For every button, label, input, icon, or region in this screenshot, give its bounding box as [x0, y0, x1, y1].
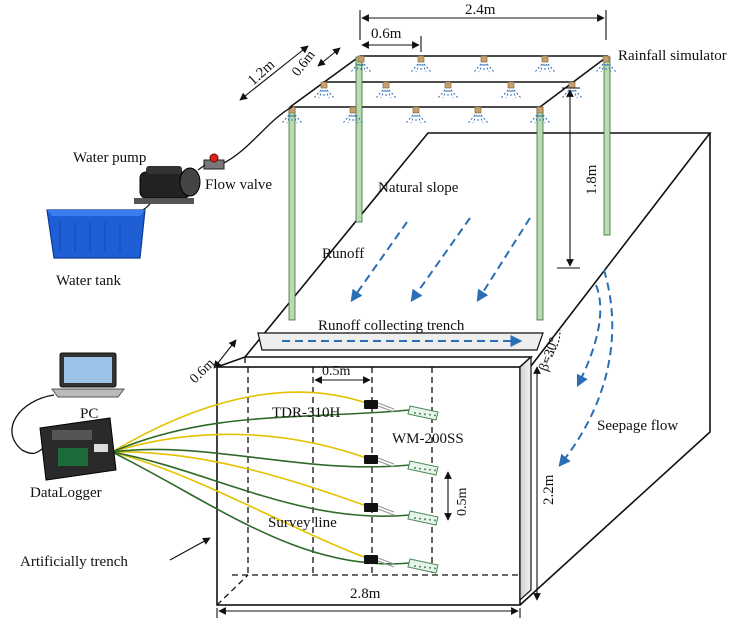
wire-green [111, 448, 411, 468]
tdr-label: TDR-310H [272, 405, 340, 421]
pole-front-left [288, 107, 296, 321]
datalogger-label: DataLogger [30, 485, 102, 501]
water-tank-label: Water tank [56, 273, 122, 289]
nozzle [405, 106, 427, 124]
natural-slope-label: Natural slope [378, 180, 459, 196]
nozzle [467, 106, 489, 124]
water-pump [134, 166, 201, 204]
water-tank [46, 209, 146, 259]
pole-back-right [603, 56, 611, 236]
nozzle [595, 55, 617, 73]
artificial-trench-label: Artificially trench [20, 554, 128, 570]
wire-yellow [111, 451, 373, 561]
nozzle [437, 81, 459, 99]
runoff-label: Runoff [322, 246, 364, 262]
svg-text:1.2m: 1.2m [245, 57, 279, 89]
nozzle [375, 81, 397, 99]
wm-sensor [407, 558, 439, 574]
wm-sensor [407, 510, 439, 526]
sprinkler-nozzles [281, 55, 617, 124]
wm-sensor [407, 405, 439, 421]
wire-yellow [111, 391, 373, 453]
svg-text:1.8m: 1.8m [584, 164, 600, 195]
dimension-height-frame: 1.8m [557, 87, 600, 269]
nozzle [529, 106, 551, 124]
rainfall-simulator-frame [281, 55, 617, 321]
sensors [364, 400, 439, 574]
dimension-sensor-spacing: 0.5m [444, 471, 470, 521]
pc-label: PC [80, 406, 98, 422]
runoff-arrows [350, 217, 531, 303]
nozzle [350, 55, 372, 73]
pc-laptop [51, 352, 125, 398]
nozzle [561, 81, 583, 99]
pole-back-left [355, 56, 363, 223]
svg-text:0.5m: 0.5m [455, 488, 470, 517]
wire-green [111, 409, 411, 453]
wire-yellow [111, 433, 373, 461]
dimension-depth-spacing: 0.6m [289, 47, 341, 80]
svg-text:0.6m: 0.6m [371, 26, 402, 42]
pole-front-right [536, 107, 544, 321]
tdr-sensor [364, 455, 395, 468]
datalogger [39, 417, 117, 481]
pump-hose [197, 164, 206, 171]
tdr-sensor [364, 503, 395, 516]
dimension-spacing-top: 0.6m [361, 26, 422, 52]
nozzle [473, 55, 495, 73]
svg-text:2.2m: 2.2m [541, 474, 557, 505]
nozzle [410, 55, 432, 73]
seepage-arrows [558, 269, 614, 467]
flow-valve [203, 153, 225, 170]
flow-valve-label: Flow valve [205, 177, 272, 193]
svg-text:2.4m: 2.4m [465, 2, 496, 18]
wm-sensor [407, 460, 439, 476]
nozzle [313, 81, 335, 99]
wire-green [111, 451, 411, 517]
runoff-collecting-trench: Runoff collecting trench [257, 318, 544, 351]
slope-body [216, 132, 712, 606]
rainfall-simulator-label: Rainfall simulator [618, 48, 727, 64]
survey-line-label: Survey line [268, 515, 337, 531]
svg-text:0.5m: 0.5m [322, 364, 351, 379]
nozzle [342, 106, 364, 124]
nozzle [500, 81, 522, 99]
wire-yellow [111, 451, 373, 509]
dimension-box-height: 2.2m [533, 366, 557, 601]
tdr-sensor [364, 555, 395, 568]
box-side-panel [519, 355, 532, 602]
artificial-trench-arrow [169, 537, 211, 561]
dimension-box-width: 2.8m [216, 586, 521, 618]
svg-text:0.6m: 0.6m [187, 356, 218, 387]
supply-hose [221, 106, 293, 165]
water-pump-label: Water pump [73, 150, 146, 166]
dimension-survey-spacing: 0.5m [314, 364, 371, 384]
nozzle [534, 55, 556, 73]
dimension-width-top: 2.4m [359, 2, 607, 40]
runoff-trench-label: Runoff collecting trench [318, 318, 465, 334]
tdr-sensor [364, 400, 395, 413]
sensor-wires [111, 391, 411, 565]
svg-text:2.8m: 2.8m [350, 586, 381, 602]
wm-label: WM-200SS [392, 431, 464, 447]
nozzle [281, 106, 303, 124]
seepage-flow-label: Seepage flow [597, 418, 678, 434]
svg-text:0.6m: 0.6m [289, 48, 318, 80]
